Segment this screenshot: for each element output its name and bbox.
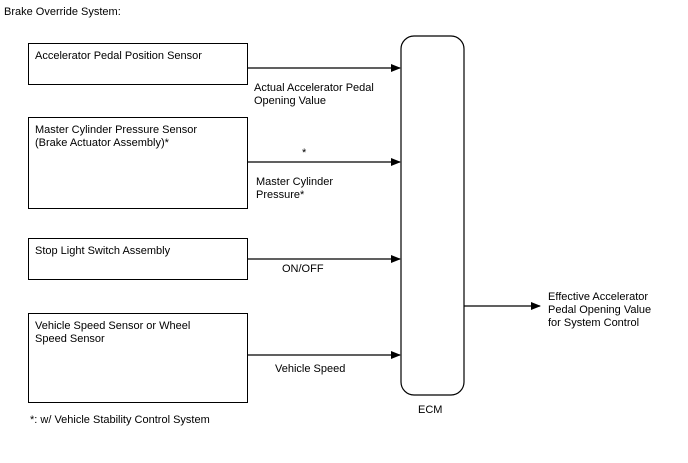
stop-light-switch-assembly-box: Stop Light Switch Assembly	[28, 238, 248, 280]
footnote: *: w/ Vehicle Stability Control System	[30, 414, 210, 426]
accelerator-pedal-position-sensor-label: Accelerator Pedal Position Sensor	[35, 50, 202, 62]
vehicle-speed-sensor-box: Vehicle Speed Sensor or Wheel Speed Sens…	[28, 313, 248, 403]
output-label: Effective Accelerator Pedal Opening Valu…	[548, 291, 652, 329]
accelerator-signal-label: Actual Accelerator Pedal Opening Value	[254, 82, 374, 107]
master-cylinder-signal-asterisk: *	[302, 147, 307, 159]
vehicle-speed-signal-label: Vehicle Speed	[275, 363, 346, 375]
vehicle-speed-sensor-label: Vehicle Speed Sensor or Wheel Speed Sens…	[35, 320, 191, 345]
ecm-label: ECM	[418, 404, 443, 416]
stop-light-switch-assembly-label: Stop Light Switch Assembly	[35, 245, 171, 257]
diagram-title: Brake Override System:	[4, 6, 121, 18]
accelerator-pedal-position-sensor-box: Accelerator Pedal Position Sensor	[28, 43, 248, 85]
master-cylinder-pressure-sensor-label: Master Cylinder Pressure Sensor (Brake A…	[35, 124, 198, 149]
master-cylinder-pressure-sensor-box: Master Cylinder Pressure Sensor (Brake A…	[28, 117, 248, 209]
ecm-block	[400, 35, 465, 396]
master-cylinder-signal-label: Master Cylinder Pressure*	[256, 176, 334, 201]
stop-light-signal-label: ON/OFF	[282, 263, 324, 275]
